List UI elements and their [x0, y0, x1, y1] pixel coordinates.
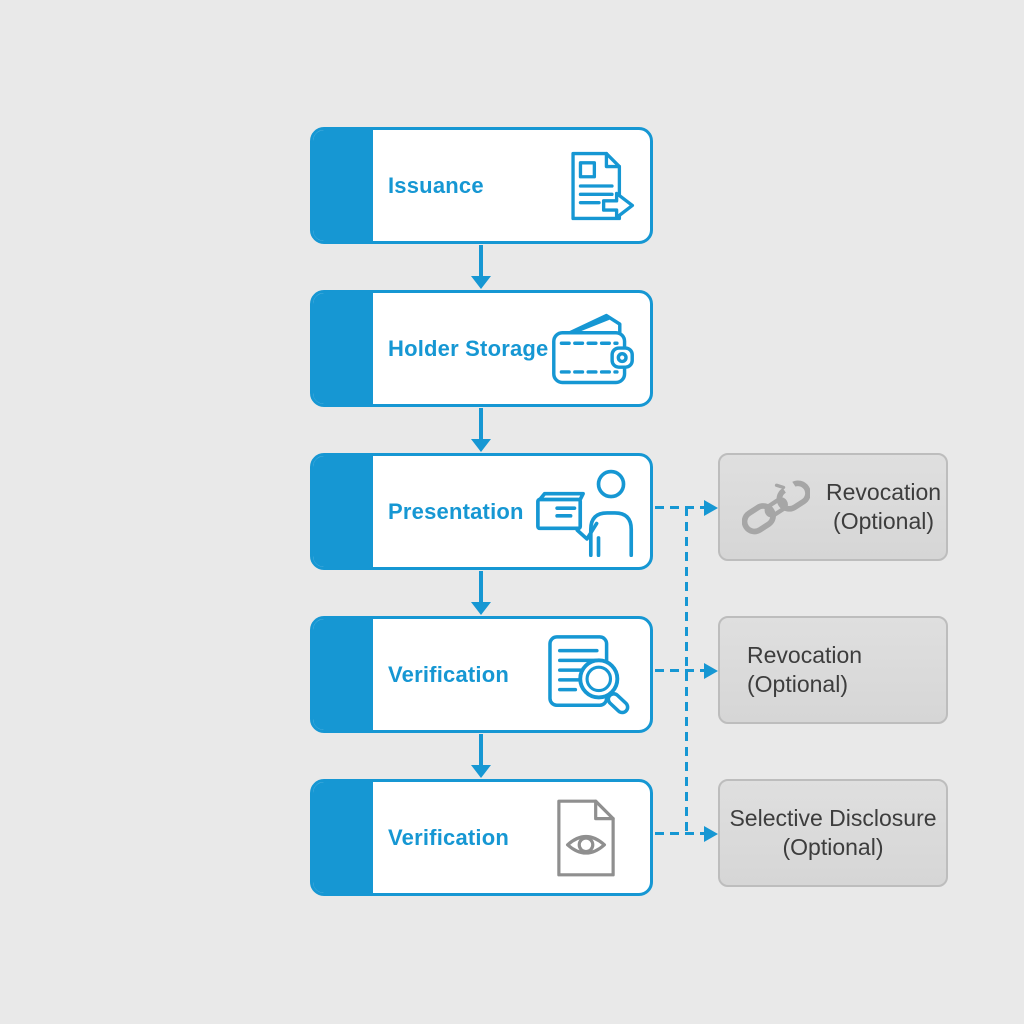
- optional-box-revocation-2: Revocation (Optional): [718, 616, 948, 724]
- accent-stripe: [313, 456, 373, 567]
- dashed-arrowhead: [704, 826, 718, 842]
- optional-sublabel-revocation-1: (Optional): [833, 508, 935, 534]
- broken-chain-icon: [742, 476, 810, 538]
- optional-box-selective-disclosure: Selective Disclosure (Optional): [718, 779, 948, 887]
- accent-stripe: [313, 293, 373, 404]
- flow-box-holder-storage: Holder Storage: [310, 290, 653, 407]
- dashed-arrowhead: [704, 663, 718, 679]
- flow-arrow-down: [471, 245, 491, 289]
- flow-label-verification-2: Verification: [388, 824, 509, 850]
- document-search-icon: [543, 634, 637, 716]
- credential-present-icon: [535, 467, 637, 557]
- optional-sublabel-selective-disclosure: (Optional): [782, 834, 884, 860]
- dashed-connector-verification-1: [655, 669, 707, 672]
- flow-arrow-down: [471, 408, 491, 452]
- flow-arrow-down: [471, 734, 491, 778]
- flow-label-presentation: Presentation: [388, 498, 524, 524]
- dashed-connector-verification-2: [655, 832, 707, 835]
- flow-label-issuance: Issuance: [388, 172, 484, 198]
- flow-box-presentation: Presentation: [310, 453, 653, 570]
- flow-label-verification-1: Verification: [388, 661, 509, 687]
- flow-box-verification-1: Verification: [310, 616, 653, 733]
- accent-stripe: [313, 782, 373, 893]
- optional-label-selective-disclosure: Selective Disclosure: [729, 805, 937, 831]
- optional-label-revocation-1: Revocation: [826, 479, 942, 505]
- flow-box-issuance: Issuance: [310, 127, 653, 244]
- flow-box-verification-2: Verification: [310, 779, 653, 896]
- document-eye-icon: [555, 798, 617, 878]
- optional-box-revocation-1: Revocation (Optional): [718, 453, 948, 561]
- document-arrow-icon: [561, 149, 637, 223]
- dashed-connector-vertical: [685, 507, 688, 834]
- optional-label-revocation-2: Revocation: [747, 642, 863, 668]
- flow-label-holder-storage: Holder Storage: [388, 335, 549, 361]
- wallet-icon: [549, 311, 637, 387]
- accent-stripe: [313, 619, 373, 730]
- dashed-connector-presentation: [655, 506, 707, 509]
- flow-arrow-down: [471, 571, 491, 615]
- optional-sublabel-revocation-2: (Optional): [747, 671, 848, 697]
- dashed-arrowhead: [704, 500, 718, 516]
- accent-stripe: [313, 130, 373, 241]
